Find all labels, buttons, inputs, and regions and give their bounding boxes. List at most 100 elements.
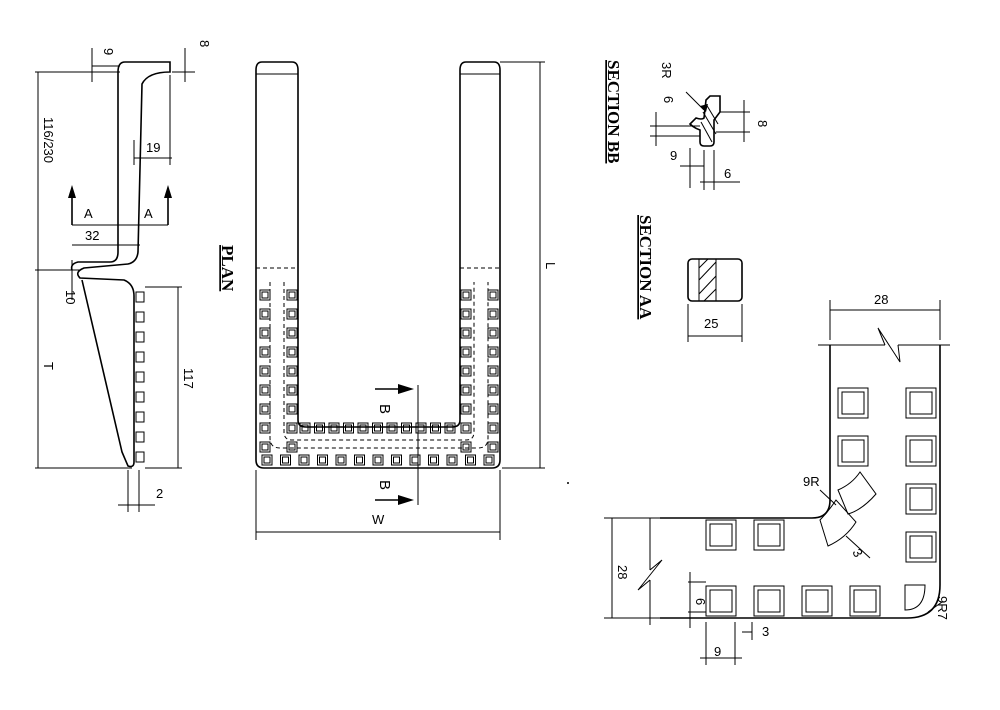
- plan-tooth: [460, 403, 472, 415]
- dim-l: L: [543, 262, 558, 269]
- plan-tooth: [460, 422, 472, 434]
- section-bb-title: SECTION BB: [604, 60, 623, 163]
- section-bb-dim-8: 8: [755, 120, 770, 127]
- corner-tooth: [837, 435, 869, 467]
- plan-tooth: [487, 365, 499, 377]
- corner-curved-tooth-1: [837, 471, 877, 515]
- corner-dim-3: 3: [849, 546, 866, 560]
- corner-tooth: [705, 519, 737, 551]
- section-bb-dim-3r: 3R: [659, 62, 674, 79]
- section-aa-title: SECTION AA: [636, 215, 655, 320]
- plan-tooth: [286, 346, 298, 358]
- plan-tooth: [286, 422, 298, 434]
- corner-tooth: [905, 483, 937, 515]
- corner-curved-tooth-2: [819, 499, 857, 547]
- plan-tooth: [299, 422, 311, 434]
- section-aa-hatch: [698, 258, 717, 302]
- plan-tooth: [460, 289, 472, 301]
- plan-tooth: [460, 308, 472, 320]
- plan-tooth: [460, 384, 472, 396]
- plan-tooth: [343, 422, 354, 434]
- dim-head-width: 19: [146, 140, 160, 155]
- plan-tooth: [487, 441, 499, 453]
- plan-tooth: [428, 454, 439, 466]
- section-bb-dim-9: 9: [670, 148, 677, 163]
- plan-tooth: [328, 422, 340, 434]
- plan-tooth: [286, 308, 298, 320]
- plan-tooth: [372, 454, 384, 466]
- side-profile-inner: [70, 61, 126, 271]
- plan-tooth: [335, 454, 347, 466]
- plan-tooth: [261, 454, 273, 466]
- plan-tooth: [354, 454, 365, 466]
- plan-tooth: [483, 454, 495, 466]
- plan-tooth: [487, 384, 499, 396]
- section-aa-profile: [687, 258, 743, 302]
- dim-lip: 10: [63, 290, 78, 304]
- plan-tooth: [465, 454, 476, 466]
- plan-tooth: [487, 308, 499, 320]
- plan-tooth: [460, 346, 472, 358]
- plan-tooth: [487, 403, 499, 415]
- dim-height-upper: 116/230: [41, 117, 56, 163]
- dim-t: T: [41, 362, 56, 370]
- corner-outline: [660, 345, 831, 519]
- plan-teeth: [259, 289, 499, 466]
- plan-tooth: [286, 403, 298, 415]
- plan-tooth: [286, 289, 298, 301]
- plan-tooth: [259, 403, 271, 415]
- corner-teeth: [705, 387, 937, 617]
- section-a-arrow-right: [164, 185, 172, 198]
- plan-tooth: [487, 327, 499, 339]
- plan-tooth: [372, 422, 383, 434]
- plan-tooth: [401, 422, 412, 434]
- corner-tooth: [849, 585, 881, 617]
- corner-dim-9r7: 9R7: [935, 596, 950, 620]
- corner-tooth: [801, 585, 833, 617]
- plan-view: PLAN L W B B: [218, 61, 558, 540]
- corner-dim-left: 28: [615, 565, 630, 579]
- plan-tooth: [314, 422, 325, 434]
- plan-tooth: [259, 308, 271, 320]
- plan-tooth: [286, 327, 298, 339]
- plan-tooth: [487, 422, 499, 434]
- section-a-arrow-left: [68, 185, 76, 198]
- plan-tooth: [357, 422, 369, 434]
- corner-detail: 28 28 9R 3 6 3 9 9R7: [604, 292, 950, 665]
- corner-rounded-tooth: [904, 584, 926, 611]
- plan-tooth: [286, 441, 298, 453]
- dim-top-right: 8: [197, 40, 212, 47]
- plan-tooth: [391, 454, 402, 466]
- section-aa-dim-25: 25: [704, 316, 718, 331]
- corner-tooth: [705, 585, 737, 617]
- section-aa: SECTION AA 25: [636, 215, 743, 342]
- plan-tooth: [487, 289, 499, 301]
- corner-tooth: [837, 387, 869, 419]
- plan-tooth: [317, 454, 328, 466]
- section-bb-profile: [688, 95, 721, 147]
- section-b-arrow-top: [398, 384, 414, 394]
- corner-tooth: [905, 435, 937, 467]
- plan-tooth: [298, 454, 310, 466]
- plan-tooth: [259, 384, 271, 396]
- corner-tooth: [753, 585, 785, 617]
- corner-dim-9: 9: [714, 644, 721, 659]
- dim-117: 117: [181, 368, 196, 389]
- plan-tooth: [430, 422, 441, 434]
- corner-dim-3b: 3: [762, 624, 769, 639]
- plan-tooth: [386, 422, 398, 434]
- corner-tooth: [905, 387, 937, 419]
- section-b-arrow-bottom: [398, 495, 414, 505]
- section-bb: SECTION BB 3R 6 8 9 6: [604, 60, 770, 190]
- plan-tooth: [286, 384, 298, 396]
- corner-dim-top: 28: [874, 292, 888, 307]
- plan-tooth: [259, 422, 271, 434]
- section-b-top-label: B: [376, 404, 393, 414]
- plan-outline: [255, 61, 501, 469]
- section-bb-dim-6b: 6: [724, 166, 731, 181]
- dim-flange-width: 32: [85, 228, 99, 243]
- corner-tooth: [905, 531, 937, 563]
- section-a-right-label: A: [144, 206, 153, 221]
- plan-tooth: [280, 454, 291, 466]
- side-teeth: [135, 291, 145, 463]
